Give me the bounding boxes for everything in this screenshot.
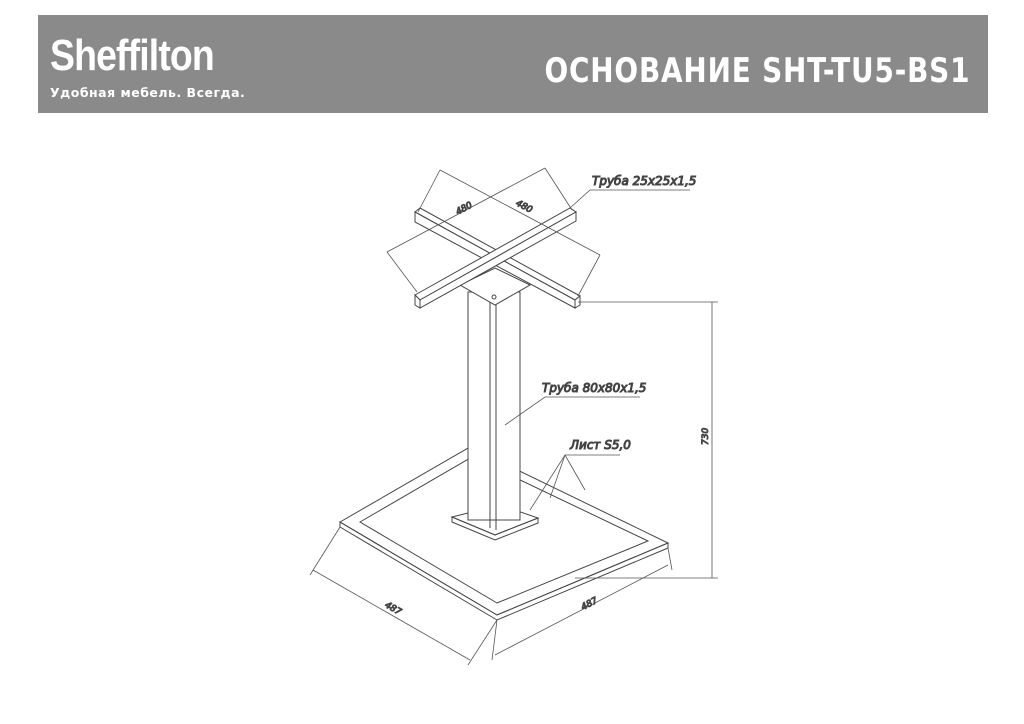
dim-cross-b: 480 [514, 199, 534, 216]
dim-base-right: 487 [580, 596, 600, 613]
dim-cross-a: 480 [454, 200, 474, 217]
callout-column-tube: Труба 80x80x1,5 [542, 381, 646, 395]
header-banner: Sheffilton Удобная мебель. Всегда. ОСНОВ… [38, 15, 988, 113]
brand-tagline: Удобная мебель. Всегда. [50, 85, 246, 100]
dimension-lines [309, 167, 718, 666]
callout-base-sheet: Лист S5,0 [569, 438, 631, 452]
dim-height: 730 [701, 428, 711, 445]
dim-base-left: 487 [383, 600, 403, 617]
column [450, 267, 540, 541]
page-title: ОСНОВАНИЕ SHT-TU5-BS1 [544, 51, 970, 91]
callout-cross-tube: Труба 25x25x1,5 [592, 174, 696, 188]
brand-logo: Sheffilton [50, 31, 215, 80]
cross-support [414, 207, 581, 309]
